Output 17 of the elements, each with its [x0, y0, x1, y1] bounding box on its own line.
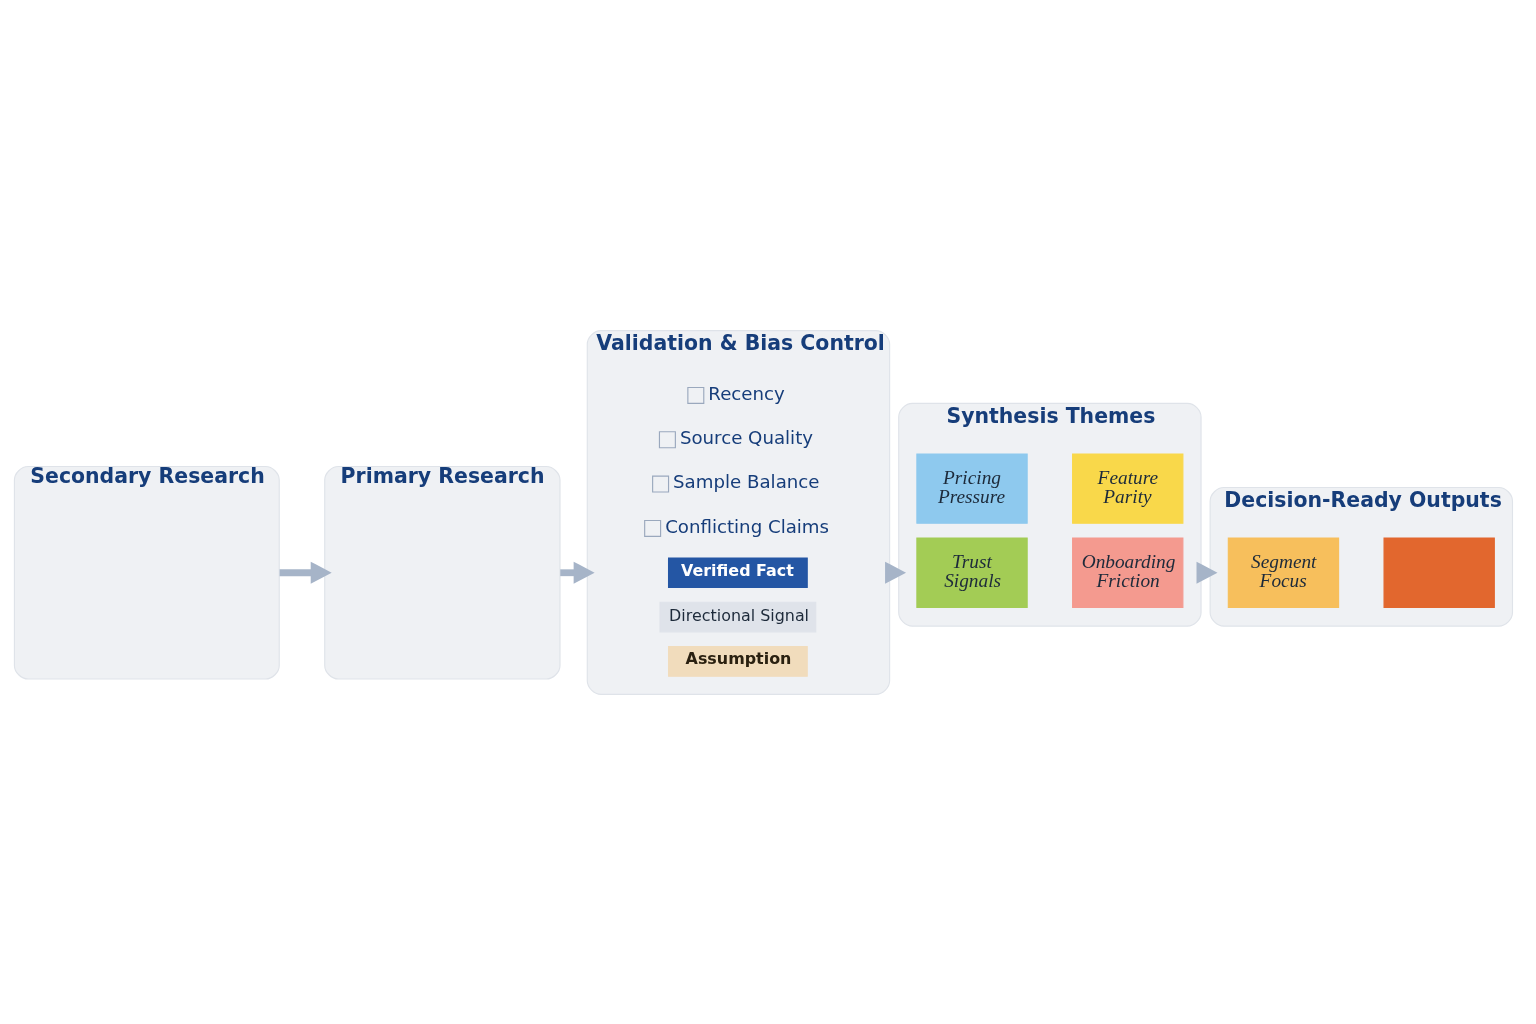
arrow [1196, 561, 1218, 584]
node-box: Pricing Pressure [916, 452, 1028, 524]
label: Conflicting Claims [665, 515, 830, 537]
label: Source Quality [679, 426, 814, 448]
node-box: Onboarding Friction [1072, 537, 1184, 608]
node-box: Secondary Research [13, 465, 280, 680]
node-box: Primary Research [324, 465, 561, 680]
node-box: Feature Parity [1072, 452, 1184, 524]
node-box: Trust Signals [916, 537, 1028, 608]
label: Sample Balance [673, 470, 820, 492]
node-box: Verified Fact [667, 556, 808, 588]
arrow [279, 561, 332, 584]
label: Recency [708, 382, 785, 404]
node-box: Segment Focus [1227, 537, 1340, 608]
node-box [1383, 537, 1495, 608]
node-box: Assumption [667, 645, 808, 677]
arrow [885, 561, 907, 584]
